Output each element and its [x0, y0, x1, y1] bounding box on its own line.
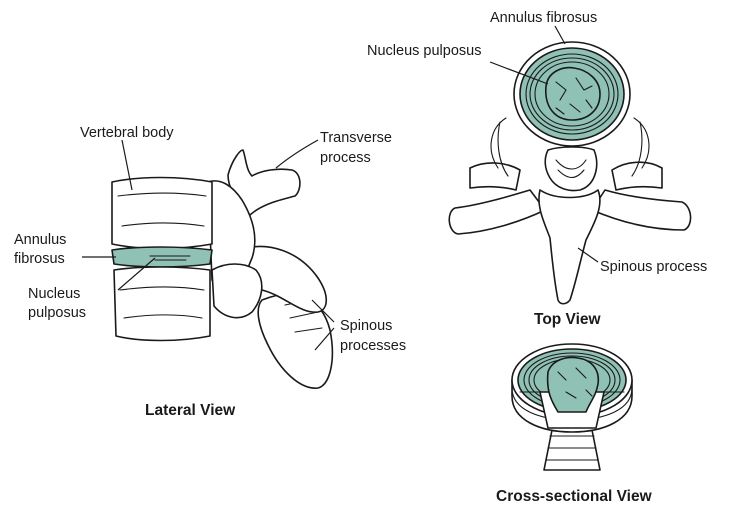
- disc-cross-section-illustration: [512, 344, 632, 470]
- top-spinous-process: [539, 190, 600, 304]
- lateral-vertebral-body-upper: [112, 178, 212, 249]
- leader-annulus-top: [555, 26, 565, 44]
- label-nucleus-lateral-1: Nucleus: [28, 286, 80, 302]
- lateral-vertebral-body-lower: [114, 267, 210, 341]
- caption-top-view: Top View: [534, 311, 602, 328]
- label-annulus-lateral-1: Annulus: [14, 232, 66, 248]
- label-nucleus-top: Nucleus pulposus: [367, 43, 481, 59]
- label-nucleus-lateral-2: pulposus: [28, 305, 86, 321]
- caption-cross-sectional-view: Cross-sectional View: [496, 488, 653, 505]
- top-transverse-process-right: [592, 190, 691, 230]
- label-transverse-process-2: process: [320, 150, 371, 166]
- top-nucleus: [546, 68, 600, 120]
- lateral-intervertebral-disc: [112, 247, 212, 267]
- top-transverse-process-left: [449, 190, 545, 234]
- leader-transverse-process: [276, 140, 318, 168]
- label-spinous-processes-1: Spinous: [340, 318, 392, 334]
- label-spinous-top: Spinous process: [600, 259, 707, 275]
- label-vertebral-body: Vertebral body: [80, 125, 174, 141]
- label-spinous-processes-2: processes: [340, 338, 406, 354]
- lateral-vertebra-illustration: [112, 150, 332, 388]
- caption-lateral-view: Lateral View: [145, 402, 236, 419]
- cross-nucleus: [548, 358, 599, 412]
- label-transverse-process-1: Transverse: [320, 130, 392, 146]
- label-annulus-lateral-2: fibrosus: [14, 251, 65, 267]
- label-annulus-top: Annulus fibrosus: [490, 10, 597, 26]
